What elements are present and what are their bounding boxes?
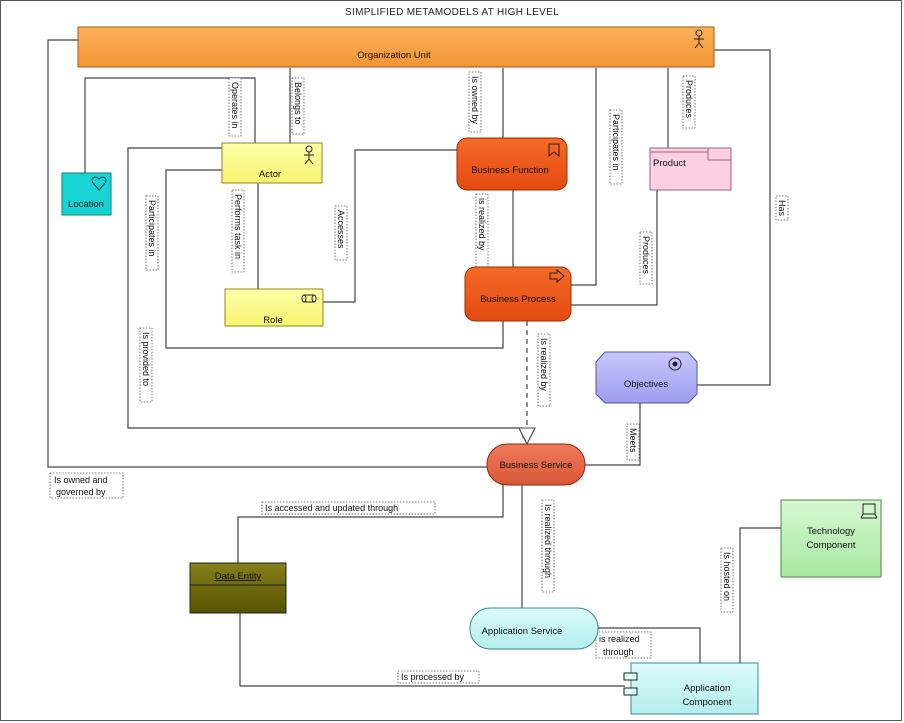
- location-heart-icon: [91, 176, 107, 191]
- label-operates-in: Operates in: [230, 82, 240, 129]
- process-arrow-icon: [549, 268, 565, 284]
- connector-location-org: [84, 77, 256, 175]
- technology-component-label-1: Technology: [807, 526, 855, 537]
- data-entity-label: Data Entity: [215, 571, 262, 582]
- target-icon: [668, 357, 682, 371]
- label-performs-task-in: Performs task in: [233, 194, 243, 259]
- node-objectives[interactable]: Objectives: [595, 351, 698, 404]
- connector-org-objectives: [697, 49, 771, 386]
- technology-component-label-2: Component: [806, 540, 855, 551]
- node-product[interactable]: Product: [649, 147, 732, 191]
- connector-bp-product: [571, 190, 658, 306]
- connector-actor-bs-loop: [127, 147, 524, 438]
- diagram-title: SIMPLIFIED METAMODELS AT HIGH LEVEL: [345, 7, 559, 18]
- label-produces-bottom: Produces: [641, 236, 651, 275]
- business-function-label: Business Function: [471, 165, 549, 176]
- label-is-provided-to: Is provided to: [141, 332, 151, 386]
- node-technology-component[interactable]: Technology Component: [780, 499, 882, 578]
- label-participates-in-left: Participates in: [147, 200, 157, 257]
- label-is-hosted-on: Is hosted on: [722, 552, 732, 601]
- connector-role-bf: [323, 149, 457, 303]
- label-realized-line1: is realized: [599, 634, 640, 644]
- connector-org-bs: [47, 39, 487, 468]
- function-bookmark-icon: [548, 143, 560, 158]
- node-business-process[interactable]: Business Process: [464, 266, 572, 322]
- connector-data-ac: [239, 613, 625, 687]
- label-realized-line2: through: [603, 647, 634, 657]
- device-icon: [860, 503, 878, 519]
- node-business-function[interactable]: Business Function: [456, 137, 568, 191]
- node-application-service[interactable]: Application Service: [469, 607, 599, 650]
- label-produces-top: Produces: [684, 80, 694, 119]
- label-owned-line2: governed by: [56, 487, 106, 497]
- label-accessed-updated: Is accessed and updated through: [265, 503, 398, 513]
- label-realized-through: Is realized through: [543, 504, 553, 578]
- realization-arrowhead: [518, 427, 536, 446]
- role-label: Role: [263, 315, 283, 326]
- connectors: [47, 39, 781, 687]
- connector-actor-bp: [165, 169, 504, 349]
- node-location[interactable]: Location: [61, 172, 112, 216]
- label-is-owned-by: Is owned by: [470, 76, 480, 125]
- label-accesses: Accesses: [336, 210, 346, 249]
- label-is-realized-by-bs: Is realized by: [539, 338, 549, 392]
- connector-bp-org: [571, 68, 597, 286]
- node-data-entity[interactable]: Data Entity: [189, 562, 287, 614]
- node-business-service[interactable]: Business Service: [486, 443, 586, 486]
- application-component-label-2: Component: [682, 697, 731, 708]
- application-component-label-1: Application: [684, 683, 730, 694]
- label-has: Has: [777, 200, 787, 217]
- node-organization-unit[interactable]: Organization Unit: [77, 26, 715, 68]
- product-label: Product: [653, 158, 686, 169]
- component-icon: [623, 672, 638, 696]
- node-application-component[interactable]: Application Component: [623, 662, 759, 715]
- label-belongs-to: Belongs to: [293, 82, 303, 125]
- connector-as-ac: [598, 627, 701, 663]
- location-label: Location: [68, 199, 104, 210]
- label-is-realized-by-bf: is realized by: [477, 198, 487, 251]
- label-owned-line1: Is owned and: [54, 475, 108, 485]
- role-cylinder-icon: [301, 294, 317, 303]
- connector-ac-tc: [739, 527, 781, 663]
- org-unit-label: Organization Unit: [357, 50, 431, 61]
- node-actor[interactable]: Actor: [221, 142, 323, 184]
- label-is-processed-by: Is processed by: [401, 672, 465, 682]
- label-participates-in-top: Participates in: [611, 114, 621, 171]
- application-service-label: Application Service: [482, 626, 563, 637]
- business-process-label: Business Process: [480, 294, 556, 305]
- node-role[interactable]: Role: [224, 288, 324, 327]
- actor-label: Actor: [259, 169, 281, 180]
- connector-objectives-bs: [585, 402, 641, 466]
- label-meets: Meets: [628, 428, 638, 453]
- business-service-label: Business Service: [500, 460, 573, 471]
- relation-labels: Operates in Belongs to Is owned by Parti…: [49, 71, 789, 684]
- actor-stick-icon: [304, 145, 314, 165]
- objectives-label: Objectives: [624, 379, 669, 390]
- connector-bs-data: [237, 485, 504, 563]
- actor-stick-icon: [694, 29, 704, 49]
